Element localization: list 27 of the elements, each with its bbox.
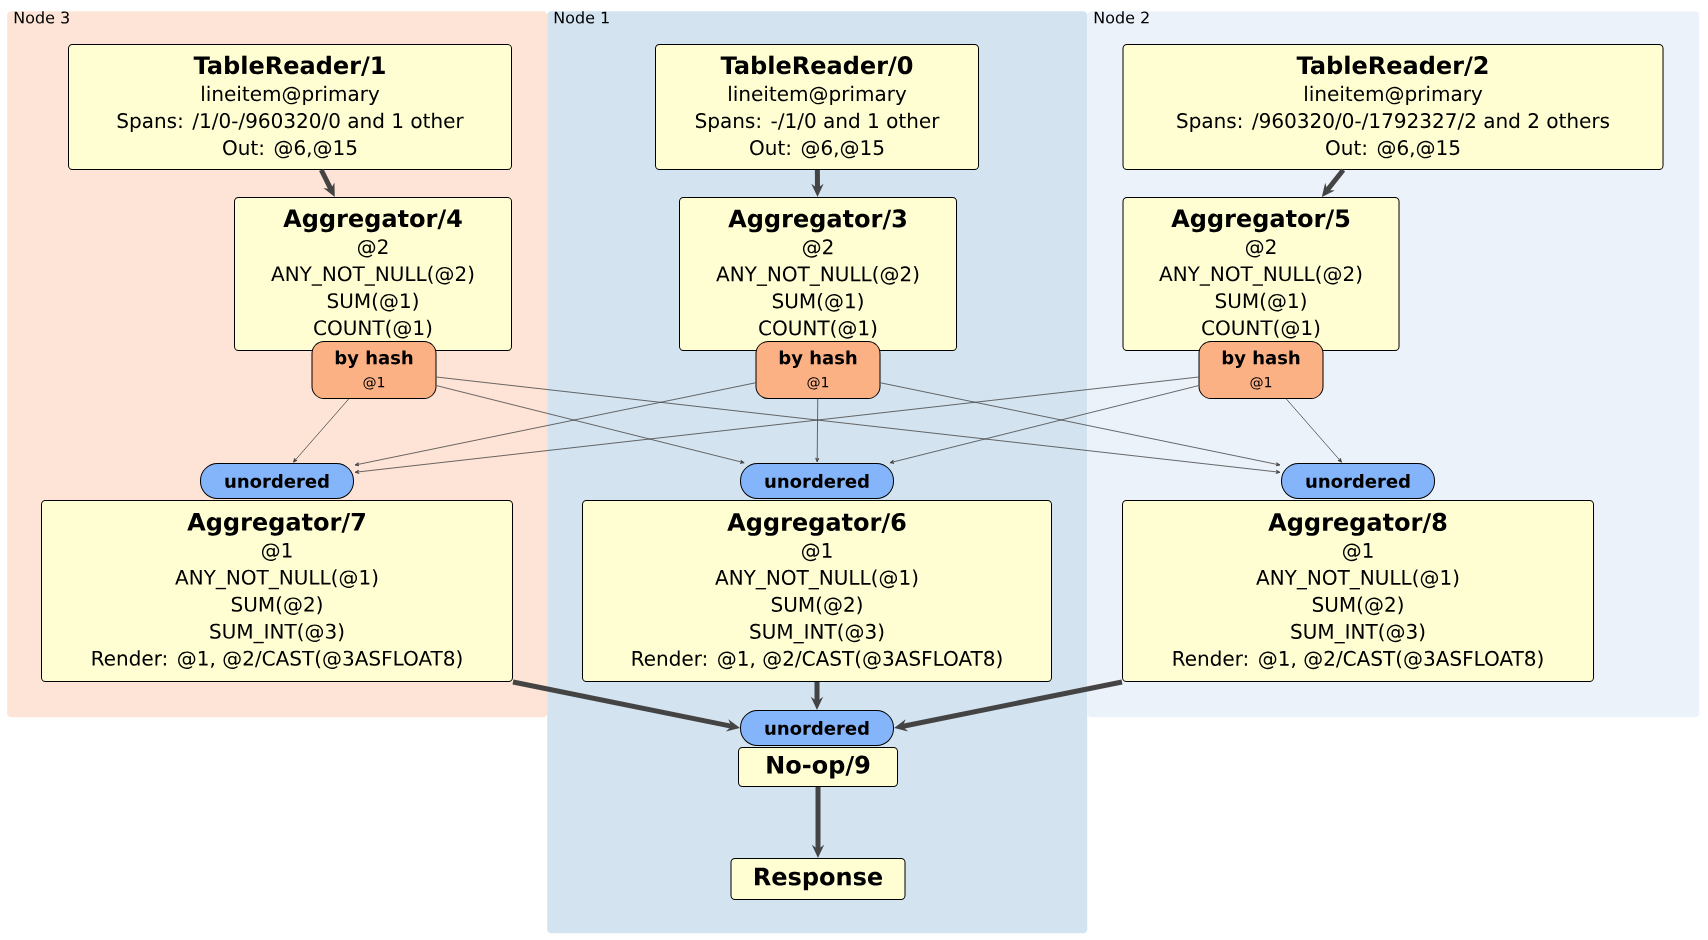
processor-box: Response xyxy=(730,858,906,900)
processor-box: Aggregator/4 @2 ANY_NOT_NULL(@2) SUM(@1) COUNT(@1) xyxy=(234,197,512,351)
processor-box: Aggregator/3 @2 ANY_NOT_NULL(@2) SUM(@1) COUNT(@1) xyxy=(679,197,957,351)
ordering-pill: unordered xyxy=(740,463,894,499)
arrow xyxy=(436,376,1281,474)
ordering-pill: unordered xyxy=(1281,463,1435,499)
processor-box: Aggregator/7 @1 ANY_NOT_NULL(@1) SUM(@2) SUM_INT(@3) Render: @1, @2/CAST(@3ASFLOAT8) xyxy=(41,500,513,682)
arrow xyxy=(436,385,745,464)
arrow xyxy=(889,385,1199,464)
processor-box: No-op/9 xyxy=(738,747,898,787)
arrow xyxy=(880,382,1281,467)
processor-box: Aggregator/5 @2 ANY_NOT_NULL(@2) SUM(@1) COUNT(@1) xyxy=(1122,197,1400,351)
hash-router-box: by hash @1 xyxy=(755,341,881,399)
processor-box: Aggregator/8 @1 ANY_NOT_NULL(@1) SUM(@2) SUM_INT(@3) Render: @1, @2/CAST(@3ASFLOAT8) xyxy=(1122,500,1594,682)
processor-box: Aggregator/6 @1 ANY_NOT_NULL(@1) SUM(@2) SUM_INT(@3) Render: @1, @2/CAST(@3ASFLOAT8) xyxy=(582,500,1052,682)
arrow xyxy=(354,382,756,467)
arrow xyxy=(293,398,350,463)
hash-router-box: by hash @1 xyxy=(311,341,437,399)
processor-box: TableReader/2 lineitem@primary Spans: /960320/0-/1792327/2 and 2 others Out: @6,@15 xyxy=(1122,44,1664,170)
arrow xyxy=(815,398,820,463)
arrow xyxy=(1285,398,1342,463)
hash-router-box: by hash @1 xyxy=(1198,341,1324,399)
ordering-pill: unordered xyxy=(200,463,354,499)
processor-box: TableReader/0 lineitem@primary Spans: -/1/0 and 1 other Out: @6,@15 xyxy=(655,44,979,170)
processor-box: TableReader/1 lineitem@primary Spans: /1/0-/960320/0 and 1 other Out: @6,@15 xyxy=(68,44,512,170)
ordering-pill: unordered xyxy=(740,710,894,746)
arrow xyxy=(354,376,1199,474)
